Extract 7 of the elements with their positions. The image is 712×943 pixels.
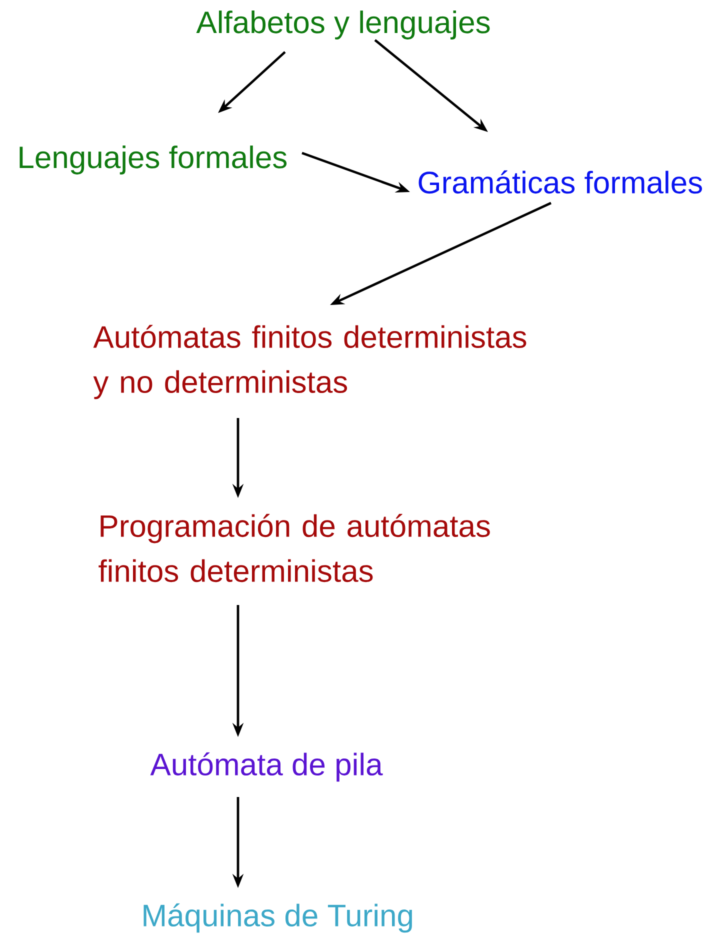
topic-label: Lenguajes formales (20, 146, 287, 174)
topic-label: Máquinas de Turing (144, 903, 412, 933)
topic-label: Alfabetos y lenguajes (196, 10, 490, 40)
topic-label: Autómata de pila (150, 752, 383, 782)
topic-label: Autómatas finitos deterministas y no deterministas (93, 324, 526, 400)
topic-label: Gramáticas formales (418, 170, 702, 194)
topic-label: Programación de autómatas finitos deterministas (98, 514, 490, 582)
